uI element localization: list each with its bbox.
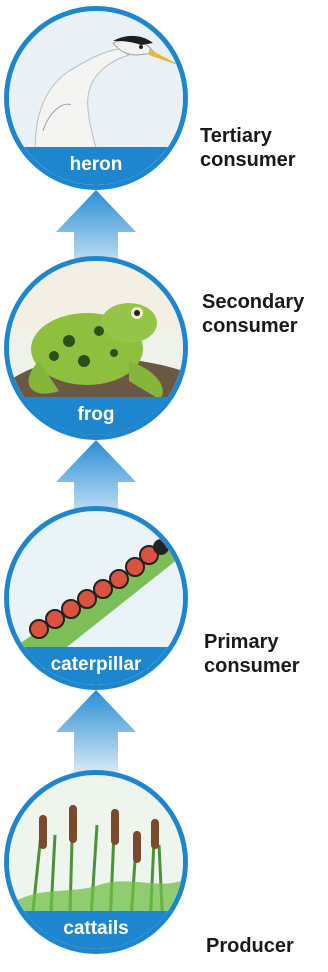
organism-label: heron	[9, 147, 183, 185]
heron-node: heron	[4, 6, 188, 190]
cattails-node: cattails	[4, 770, 188, 954]
trophic-role-secondary: Secondary consumer	[202, 290, 304, 338]
frog-node: frog	[4, 256, 188, 440]
organism-label: cattails	[9, 911, 183, 949]
organism-label: frog	[9, 397, 183, 435]
trophic-role-primary: Primary consumer	[204, 630, 300, 678]
caterpillar-node: caterpillar	[4, 506, 188, 690]
organism-label: caterpillar	[9, 647, 183, 685]
trophic-role-producer: Producer	[206, 934, 294, 958]
arrow-cattails-to-caterpillar	[56, 690, 136, 782]
trophic-role-tertiary: Tertiary consumer	[200, 124, 296, 172]
